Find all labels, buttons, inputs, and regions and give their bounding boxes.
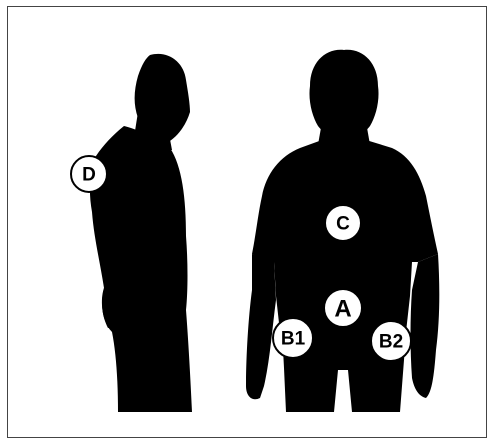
marker-b1-label: B1 — [281, 329, 306, 350]
marker-c-label: C — [336, 214, 350, 235]
marker-b2-label: B2 — [379, 332, 403, 353]
marker-b2: B2 — [371, 321, 411, 361]
marker-a-label: A — [334, 296, 351, 323]
marker-d-label: D — [82, 165, 96, 186]
marker-b1: B1 — [273, 318, 313, 358]
marker-d: D — [71, 156, 107, 192]
marker-c: C — [325, 205, 361, 241]
marker-a: A — [324, 289, 362, 327]
side-view-silhouette — [90, 54, 192, 412]
